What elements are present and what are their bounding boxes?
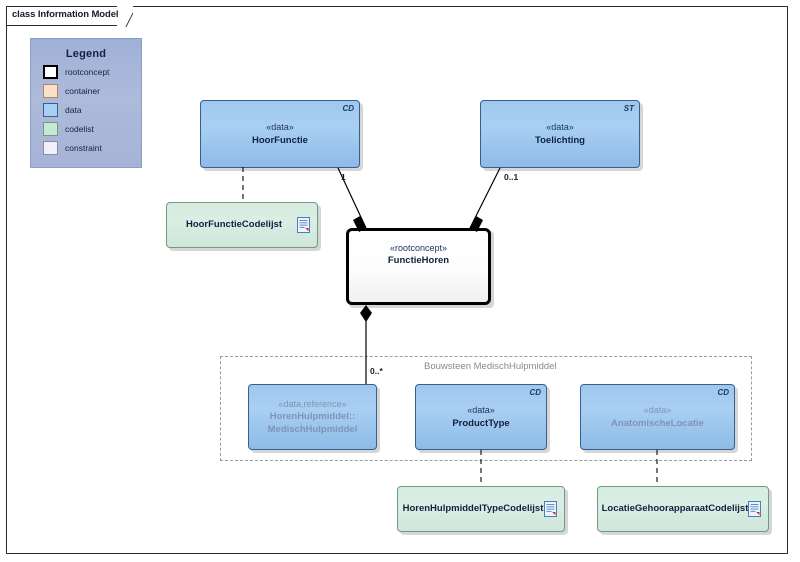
class-stereotype: «data,reference»	[278, 398, 347, 409]
box-body	[597, 486, 769, 532]
class-label-group: «data» AnatomischeLocatie	[580, 384, 735, 450]
class-box-producttype[interactable]: CD «data» ProductType	[415, 384, 550, 453]
class-box-locatiegehoorapparaatcodelijst[interactable]: LocatieGehoorapparaatCodelijst	[597, 486, 772, 535]
legend-panel: Legend rootconcept container data codeli…	[30, 38, 142, 168]
multiplicity-medischhulpmiddel: 0..*	[370, 366, 383, 376]
class-label-group: «data,reference» HorenHulpmiddel:: Medis…	[248, 384, 377, 450]
corner-tag-st: ST	[623, 104, 634, 113]
class-name: FunctieHoren	[387, 255, 450, 267]
legend-swatch-data	[43, 102, 58, 117]
legend-label-container: container	[65, 85, 100, 96]
class-name-qualified: MedischHulpmiddel	[267, 424, 358, 436]
box-body	[480, 100, 640, 168]
document-icon	[544, 501, 557, 517]
legend-label-rootconcept: rootconcept	[65, 66, 110, 77]
corner-tag-cd: CD	[717, 388, 729, 397]
class-box-medischhulpmiddel[interactable]: «data,reference» HorenHulpmiddel:: Medis…	[248, 384, 380, 453]
class-name: HoorFunctieCodelijst	[185, 219, 283, 231]
class-label-group: LocatieGehoorapparaatCodelijst	[597, 486, 769, 532]
class-box-hoorfunctiecodelijst[interactable]: HoorFunctieCodelijst	[166, 202, 321, 251]
legend-item-container: container	[43, 83, 141, 98]
multiplicity-hoorfunctie: 1	[341, 172, 346, 182]
legend-label-data: data	[65, 104, 82, 115]
class-box-hoorfunctie[interactable]: CD «data» HoorFunctie	[200, 100, 363, 171]
class-label-group: «data» Toelichting	[480, 100, 640, 168]
class-label-group: HoorFunctieCodelijst	[166, 202, 318, 248]
class-name: HorenHulpmiddelTypeCodelijst	[402, 503, 544, 515]
box-body	[580, 384, 735, 450]
class-name: HorenHulpmiddel::	[269, 411, 356, 423]
class-stereotype: «data»	[546, 122, 574, 133]
diagram-frame-tab-corner	[117, 6, 133, 27]
box-body	[248, 384, 377, 450]
box-body	[346, 228, 491, 305]
legend-swatch-rootconcept	[43, 64, 58, 79]
class-name: ProductType	[452, 417, 510, 429]
box-body	[166, 202, 318, 248]
legend-item-data: data	[43, 102, 141, 117]
class-stereotype: «rootconcept»	[389, 243, 448, 253]
class-label-group: HorenHulpmiddelTypeCodelijst	[397, 486, 565, 532]
multiplicity-toelichting: 0..1	[504, 172, 519, 182]
document-icon	[748, 501, 761, 517]
legend-item-codelist: codelist	[43, 121, 141, 136]
legend-swatch-codelist	[43, 121, 58, 136]
class-stereotype: «data»	[266, 122, 294, 133]
legend-title: Legend	[65, 48, 107, 60]
group-bouwsteen-medischhulpmiddel	[220, 356, 752, 461]
class-stereotype: «data»	[467, 405, 495, 416]
legend-label-constraint: constraint	[65, 142, 102, 153]
corner-tag-cd: CD	[342, 104, 354, 113]
group-label: Bouwsteen MedischHulpmiddel	[424, 361, 557, 372]
class-name: Toelichting	[535, 134, 585, 146]
legend-swatch-container	[43, 83, 58, 98]
box-body	[397, 486, 565, 532]
class-name: HoorFunctie	[252, 134, 308, 146]
class-box-anatomischelocatie[interactable]: CD «data» AnatomischeLocatie	[580, 384, 738, 453]
class-stereotype: «data»	[643, 405, 672, 416]
legend-swatch-constraint	[43, 140, 58, 155]
class-label-group: «data» ProductType	[415, 384, 547, 450]
class-label-group: «rootconcept» FunctieHoren	[346, 228, 491, 319]
corner-tag-cd: CD	[529, 388, 541, 397]
class-name: AnatomischeLocatie	[611, 417, 704, 429]
box-body	[415, 384, 547, 450]
box-body	[200, 100, 360, 168]
class-box-toelichting[interactable]: ST «data» Toelichting	[480, 100, 643, 171]
document-icon	[297, 217, 310, 233]
class-box-functiehoren[interactable]: «rootconcept» FunctieHoren	[346, 228, 494, 308]
class-label-group: «data» HoorFunctie	[200, 100, 360, 168]
legend-item-rootconcept: rootconcept	[43, 64, 141, 79]
legend-label-codelist: codelist	[65, 123, 94, 134]
page-title: class Information Model	[12, 9, 119, 20]
class-box-horenhulpmiddeltypecodelijst[interactable]: HorenHulpmiddelTypeCodelijst	[397, 486, 568, 535]
class-name: LocatieGehoorapparaatCodelijst	[601, 503, 749, 515]
diagram-frame-tab	[6, 6, 118, 26]
legend-item-constraint: constraint	[43, 140, 141, 155]
